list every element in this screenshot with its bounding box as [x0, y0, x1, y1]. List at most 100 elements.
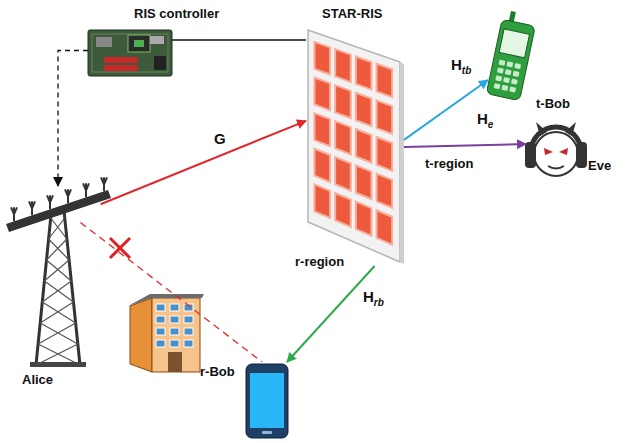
eve-figure-part	[536, 122, 547, 136]
ris-controller-board-part	[150, 36, 164, 44]
alice-base-station-part	[40, 302, 75, 323]
alice-base-station-part	[36, 344, 80, 365]
device-node: t-Bob	[488, 14, 536, 102]
ris-controller-board-part	[92, 34, 168, 72]
channel-symbol: H	[363, 288, 374, 305]
ris-controller-board	[88, 30, 172, 76]
t-bob-phone-part	[486, 19, 535, 100]
alice-base-station-part	[47, 239, 70, 260]
building-part	[156, 340, 165, 347]
building-part	[170, 304, 179, 311]
ris-controller-board-part	[134, 40, 144, 47]
channel-link	[287, 266, 375, 362]
alice-base-station-part	[83, 183, 89, 197]
channel-label: He	[476, 110, 494, 134]
eve-figure-part	[534, 132, 578, 176]
device-name: r-Bob	[200, 364, 235, 380]
building-part	[170, 328, 179, 335]
r-bob-phone	[246, 364, 288, 438]
building-part	[156, 316, 165, 323]
channel-label: G	[213, 130, 227, 148]
channel-link	[172, 39, 306, 41]
star-ris-panel-part	[356, 129, 372, 163]
channel-link	[101, 121, 306, 204]
star-ris-panel-part	[377, 100, 393, 134]
device-name: RIS controller	[134, 6, 219, 22]
t-bob-phone-part-part	[514, 63, 521, 69]
device-node: RIS controller	[88, 28, 172, 78]
alice-base-station-part	[65, 189, 71, 203]
device-name: Alice	[22, 372, 53, 388]
t-bob-phone-part-part	[501, 85, 508, 91]
star-ris-panel-part	[335, 193, 351, 227]
star-ris-panel-part	[314, 42, 330, 75]
building-part	[156, 328, 165, 335]
t-bob-phone-part-part	[503, 77, 510, 83]
eve-figure	[525, 122, 587, 176]
r-bob-phone-part	[250, 373, 284, 428]
region-label: t-region	[424, 156, 474, 172]
device-node: Eve	[526, 118, 588, 170]
eve-figure-part	[576, 142, 587, 168]
star-ris-panel-part	[308, 30, 400, 262]
building-part	[184, 328, 193, 335]
alice-base-station-part	[38, 323, 78, 344]
star-ris-panel-part	[314, 149, 330, 182]
building-part	[184, 316, 193, 323]
channel-subscript: rb	[374, 297, 384, 308]
star-ris-panel-part	[377, 64, 393, 97]
device-node: r-Bob	[242, 362, 292, 440]
star-ris-panel-part	[377, 174, 393, 208]
channel-label: Hrb	[362, 288, 385, 312]
star-ris-panel-part	[400, 62, 404, 264]
device-name: STAR-RIS	[322, 6, 382, 22]
ris-controller-board-part	[128, 35, 150, 52]
star-ris-panel-part	[314, 77, 330, 110]
star-ris-panel-part	[335, 157, 351, 191]
t-bob-phone-part-part	[513, 71, 520, 77]
alice-base-station-part	[36, 215, 51, 365]
alice-base-station-part	[47, 195, 53, 209]
t-bob-phone-part-part	[511, 79, 518, 85]
star-ris-panel-part	[335, 121, 351, 154]
building-part	[184, 340, 193, 347]
star-ris-panel-part	[356, 56, 372, 89]
ris-controller-board-part	[104, 57, 138, 63]
t-bob-phone-part-part	[494, 83, 501, 89]
star-ris-panel-part	[377, 137, 393, 171]
device-node: STAR-RIS	[306, 28, 404, 266]
region-label: r-region	[294, 254, 345, 270]
alice-base-station-part	[29, 201, 35, 215]
channel-label: Htb	[450, 56, 472, 80]
ris-controller-board-part	[154, 56, 166, 70]
device-name: Eve	[588, 158, 611, 174]
eve-figure-part	[525, 142, 536, 168]
channel-symbol: H	[451, 56, 462, 73]
t-bob-phone-part-part	[495, 75, 502, 81]
alice-base-station-part	[11, 207, 17, 221]
building-part	[156, 304, 165, 311]
alice-base-station-part	[44, 260, 71, 281]
star-ris-panel-part	[314, 184, 330, 218]
alice-base-station-part	[101, 177, 107, 191]
ris-controller-board-part	[88, 30, 172, 76]
star-ris-panel-part	[356, 202, 372, 236]
star-ris-panel-part	[314, 113, 330, 146]
r-bob-phone-part	[262, 431, 272, 434]
channel-link	[80, 222, 262, 362]
ris-controller-board-part	[104, 65, 138, 71]
t-bob-phone-part-part	[497, 67, 504, 73]
device-name: t-Bob	[536, 96, 570, 112]
alice-base-station-part	[49, 218, 67, 239]
building-part	[152, 298, 200, 372]
t-bob-phone	[486, 9, 537, 100]
eve-figure-part	[559, 148, 568, 155]
building-part	[170, 340, 179, 347]
alice-base-station-part	[64, 211, 80, 365]
alice-base-station	[6, 177, 111, 367]
t-bob-phone-part-part	[509, 86, 516, 92]
building	[128, 294, 204, 372]
